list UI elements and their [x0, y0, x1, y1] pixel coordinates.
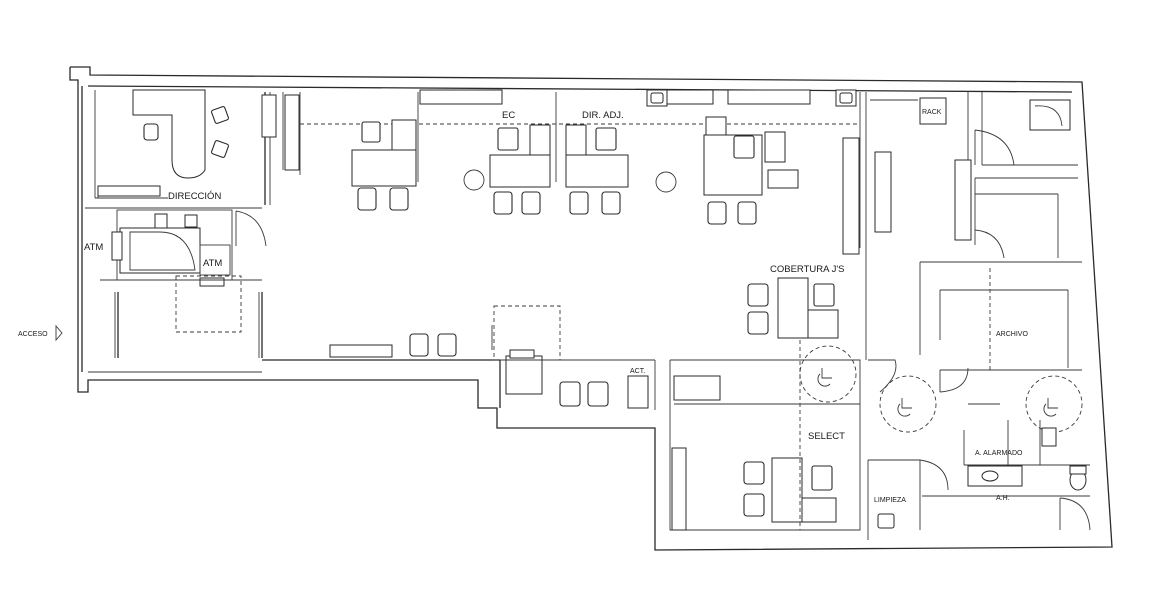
arrow-right-icon	[55, 324, 63, 342]
desk-group-dir-adj: DIR. ADJ.	[565, 110, 677, 215]
chair	[361, 121, 381, 143]
chair	[211, 106, 229, 124]
atm-kiosk	[505, 355, 543, 395]
chair	[569, 191, 589, 215]
chair	[437, 333, 457, 357]
chair	[743, 493, 765, 517]
chair	[143, 123, 159, 141]
chair	[737, 201, 757, 225]
direccion-office: DIRECCIÓN	[85, 89, 271, 247]
cobertura-area: COBERTURA J'S	[747, 264, 845, 339]
direccion-desk	[132, 89, 206, 179]
ah-label: A.H.	[996, 495, 1010, 502]
wheelchair-icon	[817, 368, 832, 387]
wheelchair-icon	[897, 398, 912, 417]
acceso-label: ACCESO	[18, 331, 48, 338]
a-alarmado-label: A. ALARMADO	[975, 450, 1023, 457]
desk-group-1	[351, 119, 417, 211]
chair	[211, 140, 229, 158]
atm-machine	[119, 227, 201, 274]
atm-area: ATM ATM ACCESO	[18, 209, 263, 358]
atm-inner-label: ATM	[203, 258, 222, 269]
cobertura-label: COBERTURA J'S	[770, 264, 845, 275]
select-label: SELECT	[808, 431, 845, 442]
chair	[559, 381, 581, 407]
chair	[357, 187, 377, 211]
chair	[813, 283, 835, 307]
chair	[521, 191, 541, 215]
chair	[595, 127, 617, 151]
dir-adj-label: DIR. ADJ.	[582, 110, 624, 121]
chair	[601, 191, 621, 215]
desk-group-ec: EC	[463, 110, 551, 215]
chair	[409, 333, 429, 357]
wheelchair-icon	[1043, 398, 1058, 417]
chair	[743, 461, 765, 485]
act-label: ACT.	[630, 368, 645, 375]
waiting-area: ACT.	[329, 305, 656, 410]
limpieza-label: LIMPIEZA	[874, 497, 906, 504]
archivo-label: ARCHIVO	[996, 331, 1028, 338]
chair	[497, 127, 519, 151]
chair	[733, 135, 755, 159]
ec-label: EC	[502, 110, 515, 121]
desk-group-right	[703, 116, 799, 225]
chair	[493, 191, 513, 215]
select-office: SELECT wheelchair-icon	[669, 340, 861, 531]
atm-left-label: ATM	[84, 242, 103, 253]
chair	[707, 201, 727, 225]
right-shelving	[842, 92, 892, 360]
chair	[587, 381, 609, 407]
right-rooms: RACK ARCHIVO A. ALARMADO	[867, 92, 1091, 540]
direccion-label: DIRECCIÓN	[168, 191, 221, 202]
outer-walls	[69, 66, 1113, 551]
chair	[811, 465, 833, 491]
chair	[747, 311, 769, 335]
chair	[389, 187, 409, 211]
chair	[747, 283, 769, 307]
rack-label: RACK	[922, 109, 942, 116]
